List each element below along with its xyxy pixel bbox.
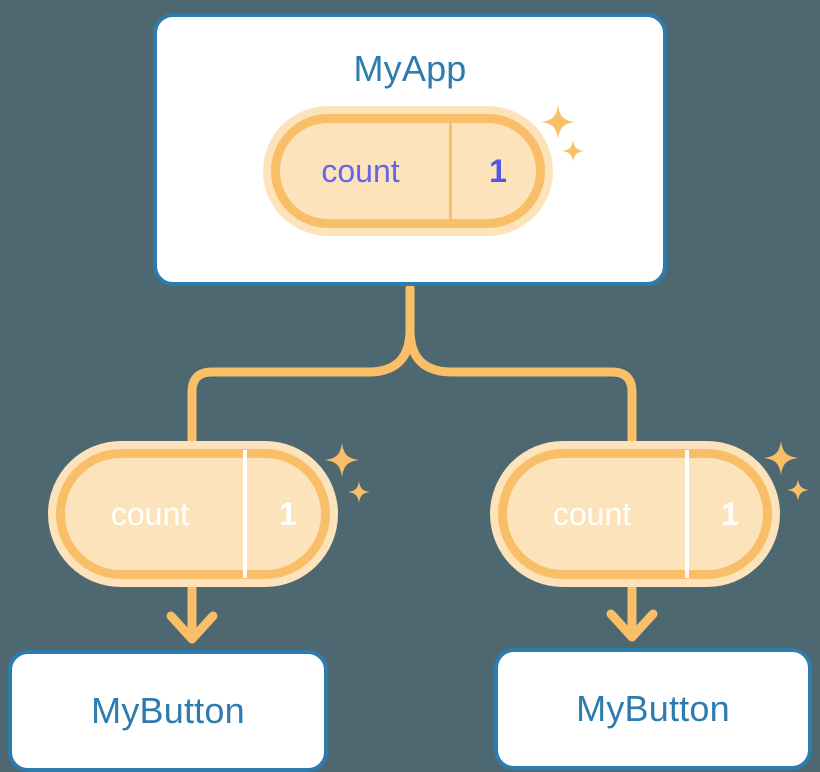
component-card-mybutton-left[interactable]: MyButton bbox=[8, 650, 328, 772]
state-value-label: 1 bbox=[489, 153, 507, 189]
state-value-label: 1 bbox=[279, 496, 297, 532]
state-value-label: 1 bbox=[721, 496, 739, 532]
branch-left bbox=[187, 325, 415, 453]
component-title-mybutton: MyButton bbox=[576, 688, 730, 729]
state-pill-child-left[interactable]: count 1 bbox=[48, 441, 338, 587]
arrow-left-head bbox=[166, 611, 218, 644]
component-title-mybutton: MyButton bbox=[91, 690, 245, 731]
state-key-label: count bbox=[499, 450, 689, 578]
arrow-right-head bbox=[606, 609, 658, 642]
component-card-mybutton-right[interactable]: MyButton bbox=[494, 648, 812, 770]
branch-right bbox=[405, 325, 637, 453]
state-key-label: count bbox=[272, 115, 452, 227]
state-pill-child-right[interactable]: count 1 bbox=[490, 441, 780, 587]
state-key-label: count bbox=[57, 450, 247, 578]
state-pill-root[interactable]: count 1 bbox=[263, 106, 553, 236]
component-title-myapp: MyApp bbox=[353, 48, 467, 89]
